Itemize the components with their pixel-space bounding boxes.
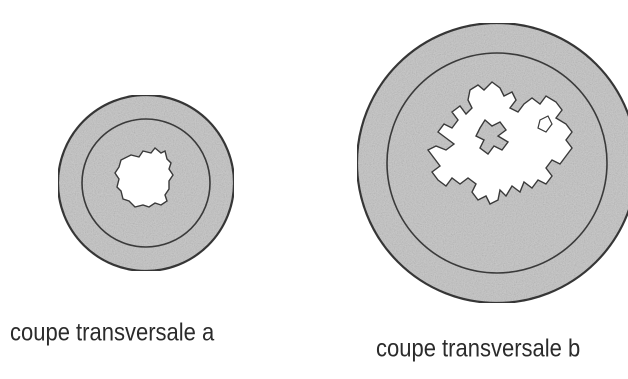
- cross-section-a: [58, 95, 234, 271]
- caption-section-b: coupe transversale b: [376, 334, 580, 363]
- cross-section-b: [357, 23, 628, 303]
- caption-section-a: coupe transversale a: [10, 318, 214, 347]
